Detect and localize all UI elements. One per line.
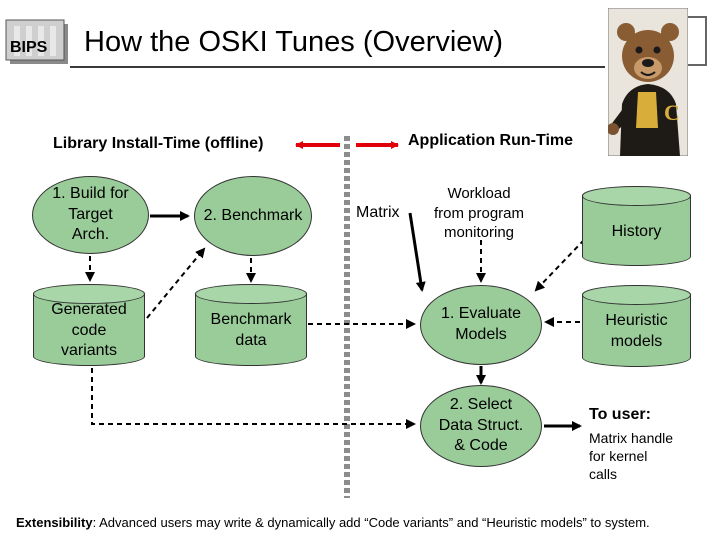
- benchmark-data-store: Benchmark data: [195, 284, 307, 366]
- to-user-heading: To user:: [589, 406, 651, 423]
- history-label: History: [611, 222, 662, 240]
- page-title: How the OSKI Tunes (Overview): [84, 26, 504, 58]
- select-data-struct-node: 2. Select Data Struct. & Code: [420, 385, 542, 467]
- svg-text:C: C: [664, 100, 680, 125]
- workload-label: Workload from program monitoring: [433, 185, 525, 241]
- phase-divider: [344, 136, 350, 498]
- evaluate-models-node: 1. Evaluate Models: [420, 285, 542, 365]
- bear-mascot-image: C: [608, 8, 688, 156]
- benchmark-node: 2. Benchmark: [194, 176, 312, 256]
- bips-logo-text: BIPS: [10, 39, 48, 56]
- to-user-description: Matrix handle for kernel calls: [589, 430, 674, 483]
- heuristic-models-store: Heuristic models: [582, 285, 691, 367]
- offline-section-heading: Library Install-Time (offline): [53, 135, 264, 152]
- dashed-history-to-evaluate: [534, 239, 585, 292]
- title-underline: [70, 66, 605, 68]
- footer-text: : Advanced users may write & dynamically…: [92, 515, 650, 530]
- footer-label: Extensibility: [16, 515, 93, 530]
- heuristic-models-label: Heuristic models: [605, 312, 668, 350]
- dashed-variants-to-benchmark: [146, 247, 206, 319]
- matrix-label: Matrix: [356, 204, 400, 221]
- generated-code-variants-store: Generated code variants: [33, 284, 145, 366]
- bips-logo: [5, 19, 68, 64]
- runtime-section-heading: Application Run-Time: [408, 132, 574, 149]
- arrow-matrix-to-evaluate: [408, 212, 426, 292]
- build-for-target-node: 1. Build for Target Arch.: [32, 176, 149, 254]
- footer-note: Extensibility: Advanced users may write …: [16, 515, 650, 530]
- history-store: History: [582, 186, 691, 266]
- generated-code-variants-label: Generated code variants: [51, 300, 127, 360]
- benchmark-data-label: Benchmark data: [210, 311, 292, 349]
- dashed-variants-to-select: [91, 368, 416, 429]
